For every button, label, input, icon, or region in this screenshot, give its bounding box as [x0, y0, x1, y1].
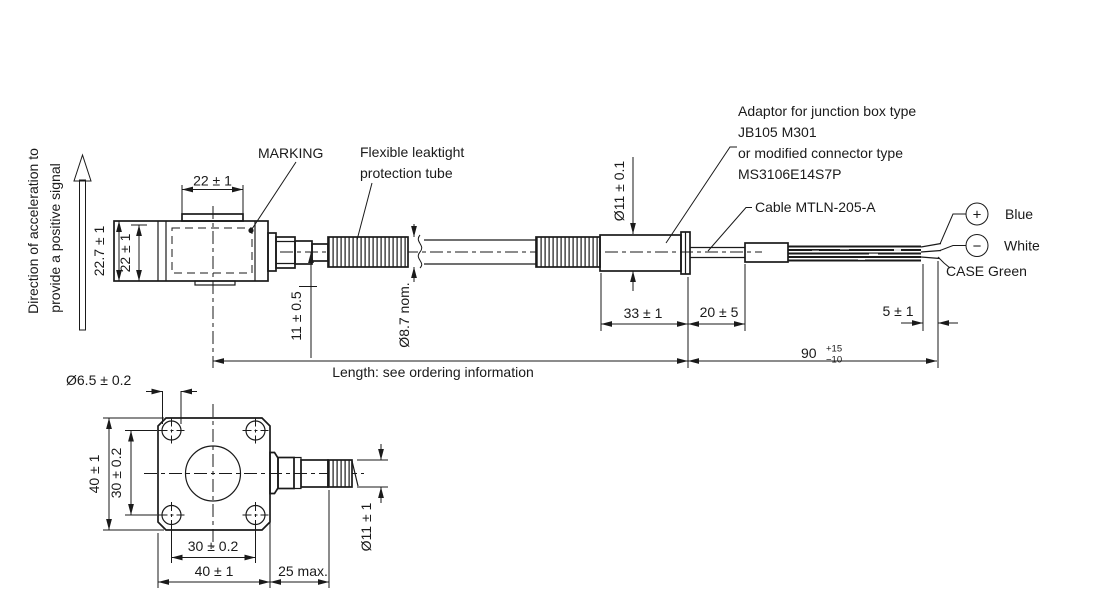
dim-body-height-inner-text: 22 ± 1 [117, 233, 133, 272]
body-outline [113, 220, 269, 282]
adaptor-label-line2: JB105 M301 [738, 124, 817, 140]
dim-cable-exposed-text: 20 ± 5 [700, 304, 739, 320]
dim-ext-lines [103, 417, 164, 531]
tube-label-leader [356, 182, 373, 241]
wire-white-label: White [1004, 238, 1040, 254]
dim-side-tube-diameter-text: Ø11 ± 1 [358, 502, 374, 551]
adaptor-body [599, 234, 682, 272]
minus-leader [939, 245, 966, 251]
dim-overall-length: Length: see ordering information [213, 358, 688, 380]
dim-side-tube-diameter: Ø11 ± 1 [357, 444, 388, 551]
dim-axis-offset-text: 11 ± 0.5 [288, 291, 304, 341]
stripped-wire-ends [920, 242, 942, 260]
bundle-twist-marks [812, 247, 901, 260]
dim-hole-pitch-horizontal: 30 ± 0.2 [171, 521, 256, 563]
dim-hole-pitch-vertical-text: 30 ± 0.2 [108, 448, 124, 499]
dim-ext-lines [125, 430, 157, 516]
adaptor-label-leader [665, 146, 737, 244]
dim-flange-height: 40 ± 1 [86, 417, 164, 531]
dim-body-height-inner: 22 ± 1 [117, 224, 147, 281]
connector-flange [267, 232, 277, 272]
dim-flange-width: 40 ± 1 [157, 497, 271, 588]
dim-lead-length-plus: +15 [826, 344, 842, 355]
direction-note-line2: provide a positive signal [47, 163, 63, 312]
tube-smooth-section [424, 239, 536, 265]
side-flexible-tube-stub [327, 459, 353, 488]
side-connector-front-view [269, 451, 359, 495]
tube-break-line [417, 234, 423, 269]
adaptor-label-line1: Adaptor for junction box type [738, 103, 916, 119]
dim-top-width-text: 22 ± 1 [193, 173, 232, 189]
adaptor-end-flange [680, 231, 691, 275]
body-bottom-boss [194, 280, 236, 286]
tube-label-line1: Flexible leaktight [360, 144, 464, 160]
direction-arrow-shaft [79, 179, 86, 331]
dim-connector-max: 25 max. [270, 490, 330, 588]
direction-note-line1: Direction of acceleration to [25, 148, 41, 314]
cable-label-leader [707, 207, 752, 252]
cable-sleeve [744, 242, 789, 263]
dim-ext-lines [922, 261, 939, 368]
flexible-tube-section-1 [327, 236, 409, 268]
dim-lead-length-minus: −10 [826, 355, 842, 366]
wire-blue-label: Blue [1005, 206, 1033, 222]
dim-tube-diameter: Ø8.7 nom. [396, 224, 417, 348]
cable-jacket [690, 246, 745, 259]
bundle-strands [788, 245, 921, 262]
direction-arrow-head [73, 153, 92, 182]
dim-tube-diameter-text: Ø8.7 nom. [396, 282, 412, 347]
connector-nut-flats [276, 240, 295, 265]
case-leader [937, 256, 951, 269]
wire-bundle [788, 242, 942, 262]
marking-label: MARKING [258, 145, 323, 161]
terminal-plus: + [939, 202, 989, 245]
body-section-lines [157, 221, 256, 281]
length-note-text: Length: see ordering information [332, 364, 534, 380]
dim-adaptor-length-text: 33 ± 1 [624, 305, 663, 321]
plus-circle [965, 202, 989, 226]
dim-ext-lines [157, 497, 271, 588]
flange-outline [157, 417, 271, 531]
dim-flange-height-text: 40 ± 1 [86, 454, 102, 493]
marking-leader [251, 161, 297, 230]
marking-dot [248, 227, 254, 234]
hole-crosshairs [158, 417, 269, 528]
dim-hole-pitch-vertical: 30 ± 0.2 [108, 430, 157, 516]
minus-circle [965, 234, 989, 257]
flexible-tube-section-2 [535, 236, 601, 268]
dim-hole-pitch-horizontal-text: 30 ± 0.2 [188, 538, 239, 554]
dim-connector-max-text: 25 max. [278, 563, 328, 579]
dim-adaptor-diameter: Ø11 ± 0.1 [611, 157, 636, 291]
adaptor-label-line3: or modified connector type [738, 145, 903, 161]
sensor-body-side-view [113, 206, 269, 368]
dim-adaptor-length: 33 ± 1 [600, 273, 688, 331]
body-hidden-outline [171, 227, 253, 274]
dim-body-height-outer-text: 22.7 ± 1 [91, 226, 107, 277]
dim-strip-length-text: 5 ± 1 [882, 303, 913, 319]
dim-lead-length: 90 +15 −10 [687, 277, 937, 368]
terminal-minus: − [939, 234, 989, 257]
minus-symbol: − [973, 238, 982, 255]
side-tube-cut-line [351, 460, 359, 487]
tube-label-line2: protection tube [360, 165, 453, 181]
dim-body-height-outer: 22.7 ± 1 [91, 221, 122, 281]
dim-hole-diameter: Ø6.5 ± 0.2 [66, 372, 197, 424]
wire-case-label: CASE Green [946, 263, 1027, 279]
dim-lead-length-text: 90 [801, 345, 817, 361]
plus-leader [939, 213, 966, 245]
dim-hole-diameter-text: Ø6.5 ± 0.2 [66, 372, 131, 388]
dim-flange-width-text: 40 ± 1 [195, 563, 234, 579]
dim-axis-offset: 11 ± 0.5 [288, 252, 317, 358]
dim-cable-exposed: 20 ± 5 [688, 264, 746, 331]
plus-symbol: + [973, 207, 982, 224]
adaptor-label-line4: MS3106E14S7P [738, 166, 842, 182]
dim-top-width: 22 ± 1 [181, 173, 244, 216]
dim-adaptor-diameter-text: Ø11 ± 0.1 [611, 161, 627, 222]
dim-strip-length: 5 ± 1 [882, 261, 958, 368]
cable-label: Cable MTLN-205-A [755, 199, 876, 215]
direction-arrow [73, 153, 92, 331]
